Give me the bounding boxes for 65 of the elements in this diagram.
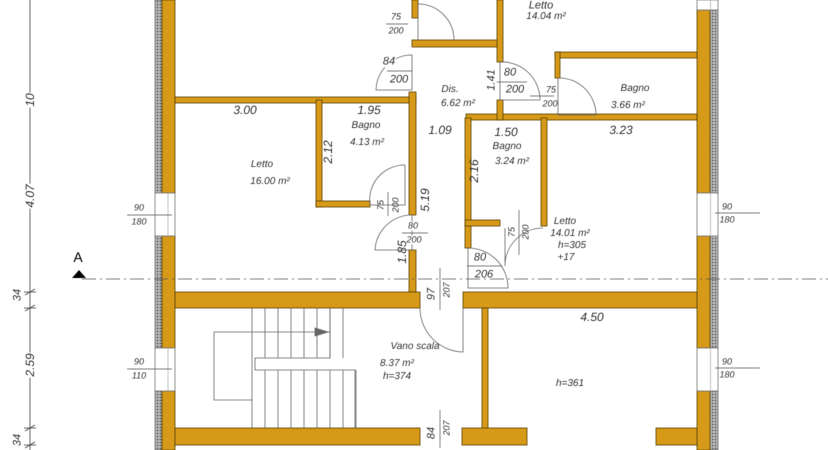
room-name: Bagno (492, 142, 522, 152)
dimension-label: 10 (24, 92, 36, 108)
door-size: 75 (546, 86, 556, 94)
room-area: 4.13 m² (350, 138, 384, 148)
door-size: 80 (407, 222, 419, 230)
room-area: 14.04 m² (526, 12, 566, 22)
window-size: 180 (131, 218, 147, 226)
window-size: 90 (722, 202, 732, 212)
room-name: Bagno (620, 84, 650, 94)
door-size: 80 (504, 68, 516, 78)
door-size: 200 (506, 84, 524, 96)
room-name: Letto (528, 0, 554, 12)
dimension-label: 3.23 (609, 124, 633, 136)
dimension-label: 34 (12, 288, 24, 302)
door-size: 207 (442, 420, 452, 436)
door-size: 84 (382, 56, 396, 68)
dimension-label: 5.19 (419, 188, 431, 212)
door-size: 207 (442, 282, 452, 298)
door-size: 75 (391, 12, 401, 22)
dimension-label: 1.09 (428, 124, 452, 136)
room-name: Dis. (441, 85, 459, 95)
room-height: h=305 (558, 241, 586, 251)
room-name: Letto (250, 160, 274, 170)
room-area: 3.24 m² (495, 157, 529, 167)
dimension-label: 2.12 (322, 140, 334, 164)
room-area: 16.00 m² (250, 177, 290, 187)
dimension-label: 1.41 (486, 69, 498, 91)
room-area: 14.01 m² (550, 229, 590, 239)
window-size: 180 (719, 216, 735, 224)
level-label: +17 (558, 253, 574, 263)
dimension-label: 2.16 (468, 159, 480, 183)
section-marker: A (73, 250, 83, 264)
dimension-label: 4.50 (580, 311, 604, 323)
room-name: Letto (554, 217, 576, 227)
door-size: 97 (426, 288, 438, 300)
door-size: 200 (392, 197, 400, 213)
door-size: 75 (376, 200, 386, 210)
door-size: 206 (474, 270, 494, 280)
window-size: 110 (132, 372, 146, 380)
window-size: 90 (722, 358, 732, 366)
door-size: 200 (388, 26, 404, 36)
door-size: 75 (508, 227, 516, 237)
room-name: Bagno (352, 121, 380, 131)
window-size: 90 (134, 358, 144, 366)
door-size: 80 (474, 252, 486, 264)
dimension-label: 1.85 (396, 240, 408, 264)
window-size: 90 (134, 204, 144, 212)
dimension-label: 1.50 (494, 126, 518, 138)
dimension-label: 1.95 (357, 104, 381, 116)
room-area: 8.37 m² (380, 359, 414, 369)
door-size: 200 (542, 100, 558, 108)
door-size: 84 (426, 426, 438, 440)
door-size: 200 (390, 74, 408, 86)
dimension-label: 34 (12, 434, 24, 446)
dimension-label: 3.00 (233, 104, 257, 116)
dimension-label: 4.07 (24, 183, 36, 209)
window-size: 180 (719, 370, 735, 380)
door-size: 200 (522, 224, 530, 240)
room-name: Vano scala (390, 342, 440, 352)
room-height: h=361 (556, 379, 584, 389)
door-size: 200 (405, 236, 423, 244)
dimension-label: 2.59 (24, 352, 36, 378)
room-area: 3.66 m² (611, 101, 645, 111)
room-area: 6.62 m² (441, 99, 475, 109)
room-height: h=374 (382, 372, 412, 382)
